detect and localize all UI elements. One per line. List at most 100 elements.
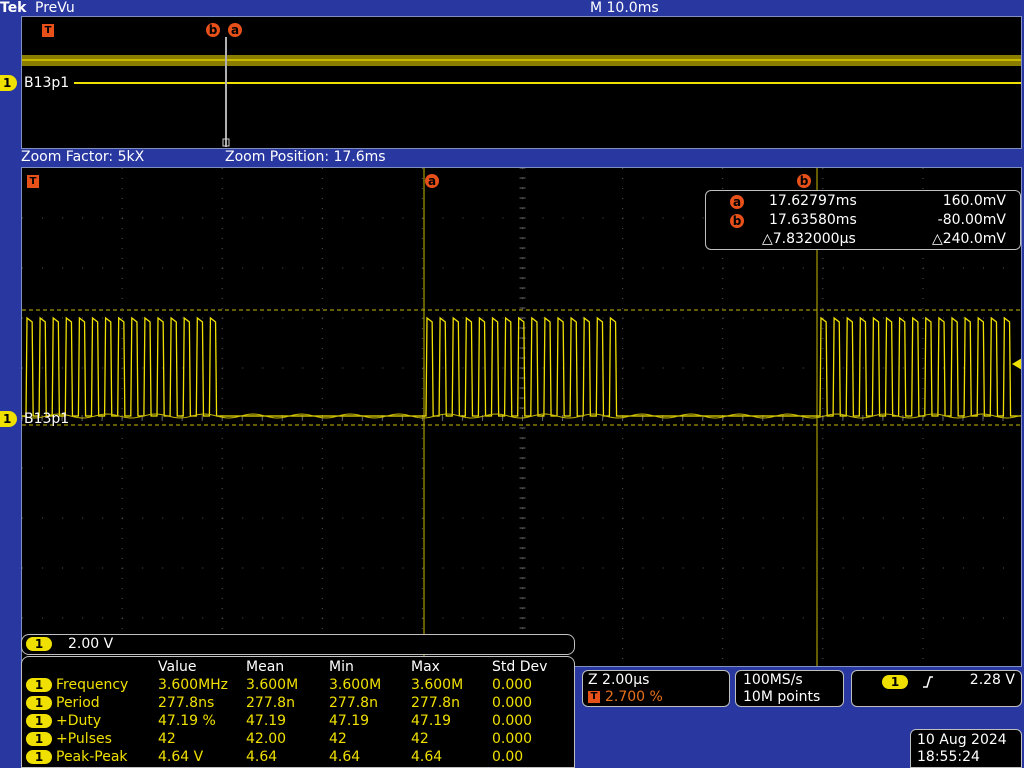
graticule-dot	[682, 367, 684, 369]
graticule-dot	[321, 218, 323, 219]
graticule-dot	[822, 468, 824, 469]
measurements-table[interactable]: Value Mean Min Max Std Dev 1 Frequency 3…	[21, 656, 575, 768]
graticule-dot	[722, 318, 724, 319]
graticule-dot	[942, 567, 944, 569]
measurement-mean: 42.00	[246, 731, 287, 747]
graticule-dot	[842, 317, 844, 319]
zoom-factor[interactable]: Zoom Factor: 5kX	[21, 149, 145, 165]
graticule-dot	[322, 317, 324, 319]
cursor-b-row: b 17.63580ms -80.00mV	[706, 211, 1020, 230]
graticule-dot	[662, 217, 664, 219]
graticule-dot	[62, 517, 64, 519]
graticule-dot	[121, 228, 123, 229]
graticule-dot	[242, 617, 244, 619]
graticule-dot	[862, 517, 864, 519]
graticule-dot	[382, 617, 384, 619]
graticule-dot	[162, 367, 164, 369]
graticule-dot	[782, 317, 784, 319]
date-time: 10 Aug 2024 18:55:24	[910, 729, 1022, 768]
tek-logo: Tek	[0, 0, 27, 16]
graticule-dot	[682, 317, 684, 319]
graticule-dot	[121, 558, 123, 559]
graticule-dot	[321, 528, 323, 529]
zoom-waveform-panel[interactable]: T a b B13p1	[21, 167, 1022, 667]
trigger-readout[interactable]: 1 2.28 V	[851, 670, 1022, 707]
measurement-channel-badge: 1	[26, 678, 52, 692]
measurement-row-period[interactable]: 1 Period 277.8ns 277.8n 277.8n 277.8n 0.…	[22, 694, 574, 712]
acquisition-readout[interactable]: 100MS/s 10M points	[735, 670, 844, 707]
graticule-dot	[421, 198, 423, 199]
measurement-row-pulses[interactable]: 1 +Pulses 42 42.00 42 42 0.000	[22, 730, 574, 748]
zoom-cursor-a-marker[interactable]: a	[425, 174, 439, 188]
graticule-dot	[82, 517, 84, 519]
graticule-dot	[122, 617, 124, 619]
prevu-channel-badge[interactable]: 1	[0, 75, 17, 91]
graticule-dot	[121, 548, 123, 549]
measurement-row-peak-peak[interactable]: 1 Peak-Peak 4.64 V 4.64 4.64 4.64 0.00	[22, 748, 574, 766]
graticule-dot	[622, 458, 624, 459]
zoom-position[interactable]: Zoom Position: 17.6ms	[225, 149, 386, 165]
graticule-dot	[102, 467, 104, 469]
graticule-dot	[622, 368, 624, 369]
graticule-dot	[321, 258, 323, 259]
graticule-dot	[682, 617, 684, 619]
graticule-dot	[642, 267, 644, 269]
horizontal-readout[interactable]: Z 2.00µs T 2.700 %	[582, 670, 730, 707]
graticule-dot	[542, 317, 544, 319]
graticule-dot	[822, 188, 824, 189]
graticule-dot	[822, 598, 824, 599]
measurement-row-frequency[interactable]: 1 Frequency 3.600MHz 3.600M 3.600M 3.600…	[22, 676, 574, 694]
graticule-dot	[442, 317, 444, 319]
graticule-dot	[922, 538, 924, 539]
graticule-dot	[222, 367, 224, 369]
graticule-dot	[121, 428, 123, 429]
measurement-row-duty[interactable]: 1 +Duty 47.19 % 47.19 47.19 47.19 0.000	[22, 712, 574, 730]
measurement-name: +Duty	[56, 713, 102, 729]
graticule-dot	[202, 467, 204, 469]
graticule-dot	[302, 467, 304, 469]
graticule-dot	[442, 517, 444, 519]
prevu-panel[interactable]: T b a B13p1	[21, 16, 1022, 149]
graticule-dot	[922, 348, 924, 349]
graticule-dot	[221, 628, 223, 629]
graticule-dot	[862, 317, 864, 319]
graticule-dot	[62, 367, 64, 369]
graticule-dot	[722, 338, 724, 339]
timebase-readout[interactable]: M 10.0ms	[590, 0, 659, 16]
graticule-dot	[462, 617, 464, 619]
graticule-dot	[121, 378, 123, 379]
graticule-dot	[342, 467, 344, 469]
graticule-dot	[922, 368, 924, 369]
graticule-dot	[42, 517, 44, 519]
graticule-dot	[742, 467, 744, 469]
graticule-dot	[321, 428, 323, 429]
graticule-dot	[722, 648, 724, 649]
graticule-dot	[242, 517, 244, 519]
prevu-cursor-b-marker[interactable]: b	[206, 23, 220, 37]
graticule-dot	[382, 217, 384, 219]
graticule-dot	[402, 367, 404, 369]
graticule-dot	[242, 267, 244, 269]
graticule-dot	[922, 278, 924, 279]
channel-scale-box[interactable]: 1 2.00 V	[21, 634, 575, 655]
graticule-dot	[942, 317, 944, 319]
graticule-dot	[421, 598, 423, 599]
graticule-dot	[402, 217, 404, 219]
graticule-dot	[822, 338, 824, 339]
measurement-std-dev: 0.000	[492, 677, 533, 693]
zoom-window-handle[interactable]	[222, 138, 230, 147]
graticule-dot	[221, 298, 223, 299]
graticule-dot	[622, 648, 624, 649]
graticule-dot	[382, 567, 384, 569]
measurement-max: 277.8n	[411, 695, 460, 711]
graticule-dot	[622, 538, 624, 539]
prevu-cursor-a-marker[interactable]: a	[228, 23, 242, 37]
graticule-dot	[362, 567, 364, 569]
graticule-dot	[221, 508, 223, 509]
graticule-dot	[282, 217, 284, 219]
zoom-cursor-b-marker[interactable]: b	[797, 174, 811, 188]
graticule-dot	[221, 408, 223, 409]
graticule-dot	[882, 367, 884, 369]
graticule-dot	[382, 517, 384, 519]
zoom-channel-badge[interactable]: 1	[0, 411, 17, 427]
